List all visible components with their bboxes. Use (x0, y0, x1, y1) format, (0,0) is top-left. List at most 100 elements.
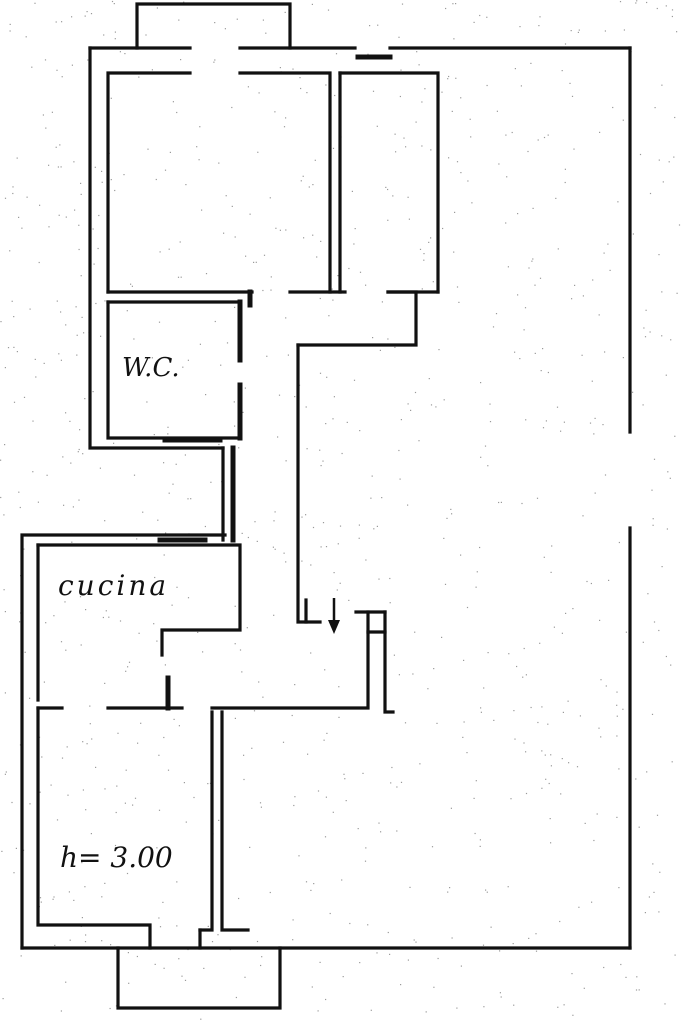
scan-speck (253, 261, 255, 263)
scan-speck (413, 939, 415, 941)
scan-speck (473, 21, 475, 23)
scan-speck (319, 449, 321, 451)
scan-speck (647, 593, 649, 595)
scan-speck (214, 59, 216, 61)
scan-speck (387, 188, 389, 191)
scan-speck (471, 202, 473, 204)
scan-speck (415, 121, 417, 123)
scan-speck (594, 492, 596, 494)
scan-speck (21, 227, 23, 229)
scan-speck (61, 21, 63, 23)
scan-speck (16, 157, 18, 159)
scan-speck (101, 181, 103, 183)
scan-speck (359, 430, 361, 432)
scan-speck (462, 736, 464, 738)
scan-speck (310, 652, 312, 654)
scan-speck (163, 967, 165, 969)
scan-speck (190, 498, 192, 500)
scan-speck (127, 952, 129, 954)
scan-speck (353, 379, 356, 381)
scan-speck (241, 532, 243, 534)
scan-speck (589, 422, 592, 424)
scan-speck (555, 197, 557, 199)
scan-speck (543, 136, 546, 139)
scan-speck (400, 984, 402, 986)
scan-speck (349, 922, 351, 925)
scan-speck (32, 471, 34, 473)
scan-speck (4, 611, 6, 613)
scan-speck (298, 855, 300, 857)
scan-speck (470, 136, 472, 138)
scan-speck (18, 491, 20, 493)
scan-speck (506, 176, 508, 178)
scan-speck (60, 641, 63, 643)
scan-speck (272, 546, 274, 548)
scan-speck (407, 403, 409, 405)
scan-speck (646, 771, 648, 773)
scan-speck (338, 686, 340, 688)
scan-speck (180, 59, 182, 61)
scan-speck (376, 525, 378, 527)
scan-speck (111, 0, 114, 3)
scan-speck (125, 769, 127, 771)
scan-speck (317, 1010, 319, 1012)
scan-speck (358, 537, 360, 539)
scan-speck (421, 288, 423, 290)
scan-speck (104, 882, 106, 884)
scan-speck (44, 59, 47, 61)
scan-speck (486, 16, 488, 18)
scan-speck (665, 655, 667, 658)
scan-speck (164, 169, 167, 171)
scan-speck (55, 21, 57, 23)
scan-speck (158, 809, 161, 811)
scan-speck (476, 571, 478, 573)
scan-speck (532, 207, 534, 209)
scan-speck (505, 134, 507, 136)
scan-speck (480, 707, 482, 709)
scan-speck (480, 711, 482, 713)
scan-speck (408, 218, 410, 220)
scan-speck (275, 227, 277, 229)
scan-speck (674, 954, 676, 956)
scan-speck (469, 118, 471, 120)
scan-speck (53, 615, 55, 617)
scan-speck (262, 19, 264, 21)
scan-speck (3, 589, 5, 591)
scan-speck (218, 819, 220, 821)
scan-speck (668, 161, 670, 163)
scan-speck (119, 51, 121, 53)
scan-speck (661, 84, 663, 86)
scan-speck (269, 197, 271, 199)
scan-speck (486, 84, 488, 87)
scan-speck (103, 34, 105, 36)
kitchen-room: cucina (36, 537, 242, 702)
scan-speck (214, 320, 216, 323)
scan-speck (359, 271, 362, 273)
scan-speck (78, 248, 80, 251)
scan-speck (156, 7, 158, 9)
scan-speck (622, 708, 624, 710)
scan-speck (156, 847, 158, 849)
scan-speck (528, 937, 530, 939)
scan-speck (308, 186, 310, 188)
scan-speck (332, 147, 335, 149)
scan-speck (80, 182, 82, 184)
scan-speck (11, 300, 13, 302)
scan-speck (433, 986, 435, 988)
scan-speck (65, 216, 67, 218)
scan-speck (214, 22, 216, 24)
scan-speck (242, 411, 244, 413)
scan-speck (482, 944, 485, 946)
scan-speck (218, 162, 220, 164)
scan-speck (616, 691, 618, 693)
scan-speck (319, 372, 322, 374)
scan-speck (89, 723, 91, 725)
scan-speck (251, 747, 253, 749)
scan-speck (550, 754, 552, 756)
scan-speck (101, 940, 103, 942)
scan-speck (19, 621, 21, 623)
scan-speck (332, 299, 334, 301)
scan-speck (178, 958, 180, 960)
scan-speck (651, 713, 654, 715)
scan-speck (560, 793, 562, 795)
